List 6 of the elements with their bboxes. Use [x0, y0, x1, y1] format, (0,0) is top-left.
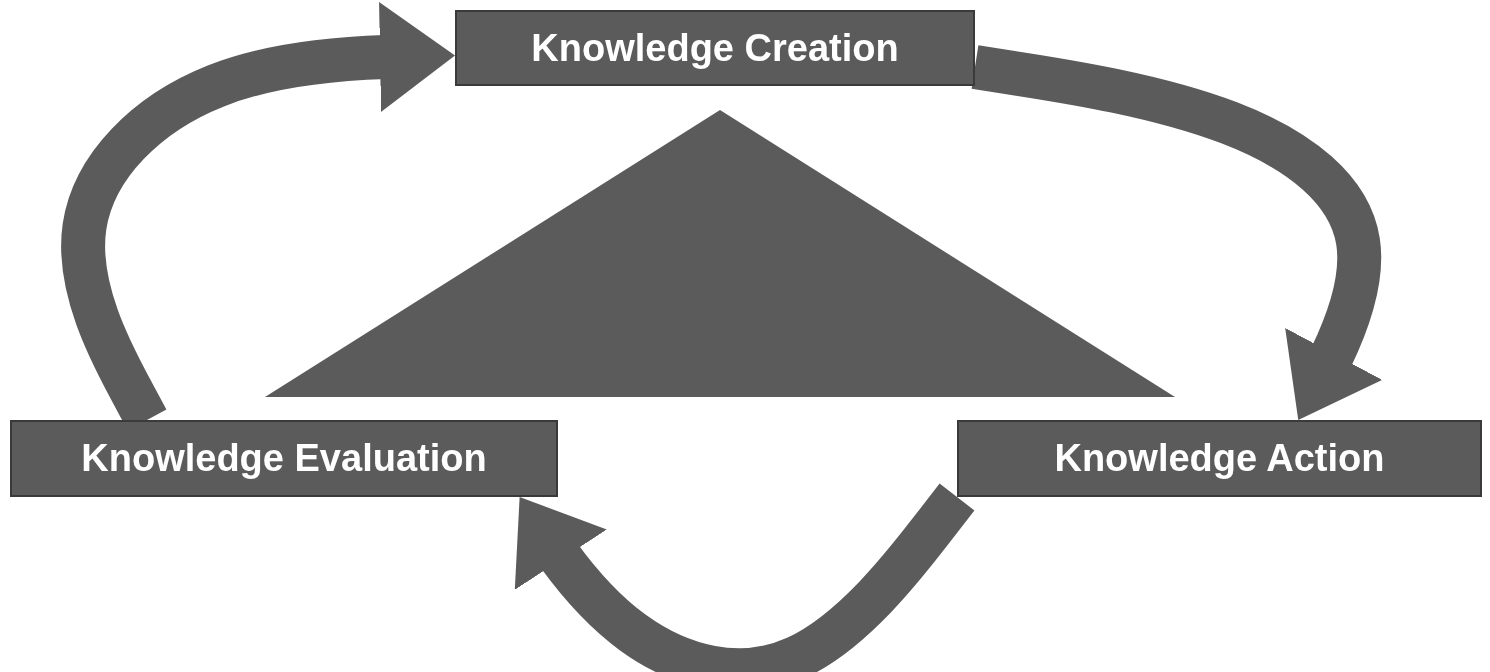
box-label: Knowledge Action	[1054, 437, 1385, 480]
box-label: Knowledge Creation	[531, 26, 899, 70]
label-box	[957, 420, 1482, 497]
label-box	[455, 10, 975, 86]
box-label: Knowledge Evaluation	[81, 437, 487, 480]
label-box	[10, 420, 558, 497]
